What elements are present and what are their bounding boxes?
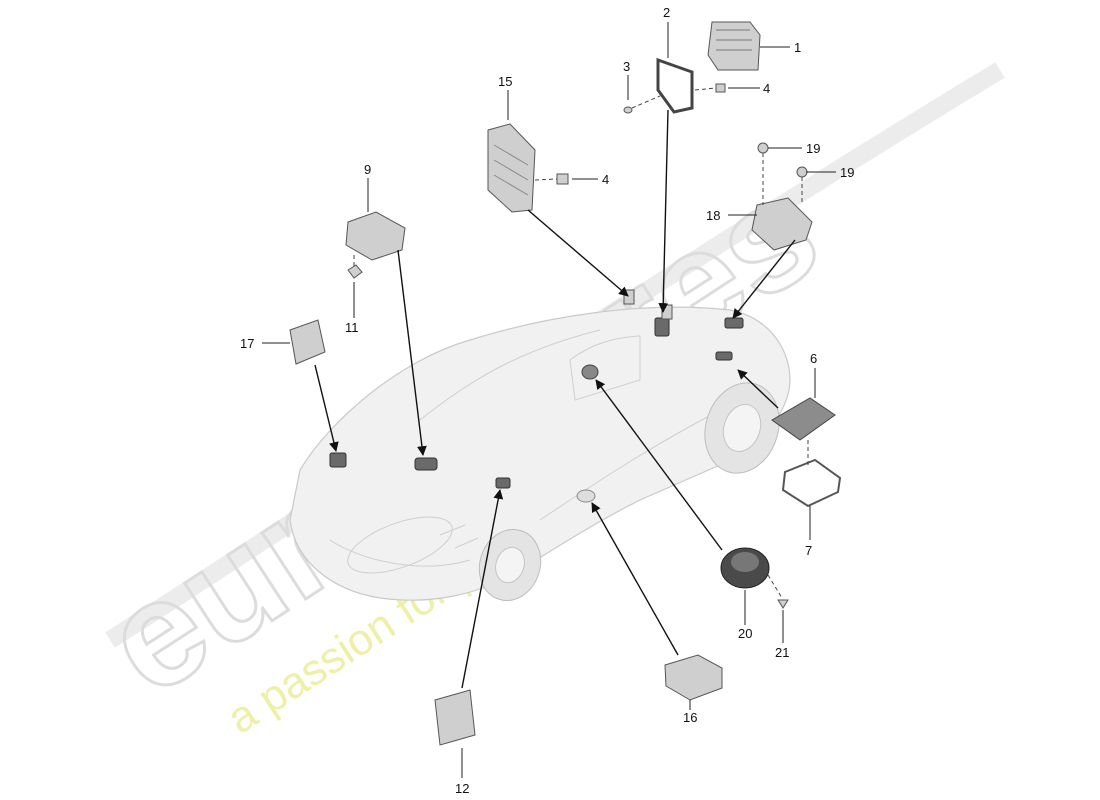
callout-labels: 1 2 3 4 4 6 7 9 11 12 15 16 17 18 19 19 … (240, 5, 854, 796)
callout-16: 16 (683, 710, 697, 725)
part-3 (623, 106, 633, 114)
part-4-mid (556, 173, 569, 185)
callout-3: 3 (623, 59, 630, 74)
callout-4-top: 4 (763, 81, 770, 96)
callout-21: 21 (775, 645, 789, 660)
part-17 (289, 319, 326, 365)
callout-4-mid: 4 (602, 172, 609, 187)
location-arrows (314, 109, 796, 689)
callout-2: 2 (663, 5, 670, 20)
callout-12: 12 (455, 781, 469, 796)
part-7 (781, 458, 842, 508)
part-19-a (757, 142, 769, 154)
part-6 (771, 397, 836, 441)
callout-1: 1 (794, 40, 801, 55)
part-11 (347, 264, 363, 279)
callout-17: 17 (240, 336, 254, 351)
callout-18: 18 (706, 208, 720, 223)
callout-6: 6 (810, 351, 817, 366)
callout-20: 20 (738, 626, 752, 641)
callout-7: 7 (805, 543, 812, 558)
part-2 (656, 57, 694, 114)
leader-lines (262, 22, 836, 778)
callout-11: 11 (345, 320, 359, 335)
part-15 (487, 123, 536, 213)
callout-9: 9 (364, 162, 371, 177)
part-12 (434, 689, 476, 746)
part-4-top (715, 83, 726, 93)
part-9 (345, 211, 406, 261)
car-silhouette (289, 306, 791, 601)
part-1 (707, 21, 761, 71)
part-19-b (796, 166, 808, 178)
callout-19-b: 19 (840, 165, 854, 180)
callout-15: 15 (498, 74, 512, 89)
part-16 (664, 654, 723, 701)
part-18 (751, 197, 813, 251)
callout-19-a: 19 (806, 141, 820, 156)
part-21 (777, 599, 789, 609)
part-20 (720, 547, 770, 589)
